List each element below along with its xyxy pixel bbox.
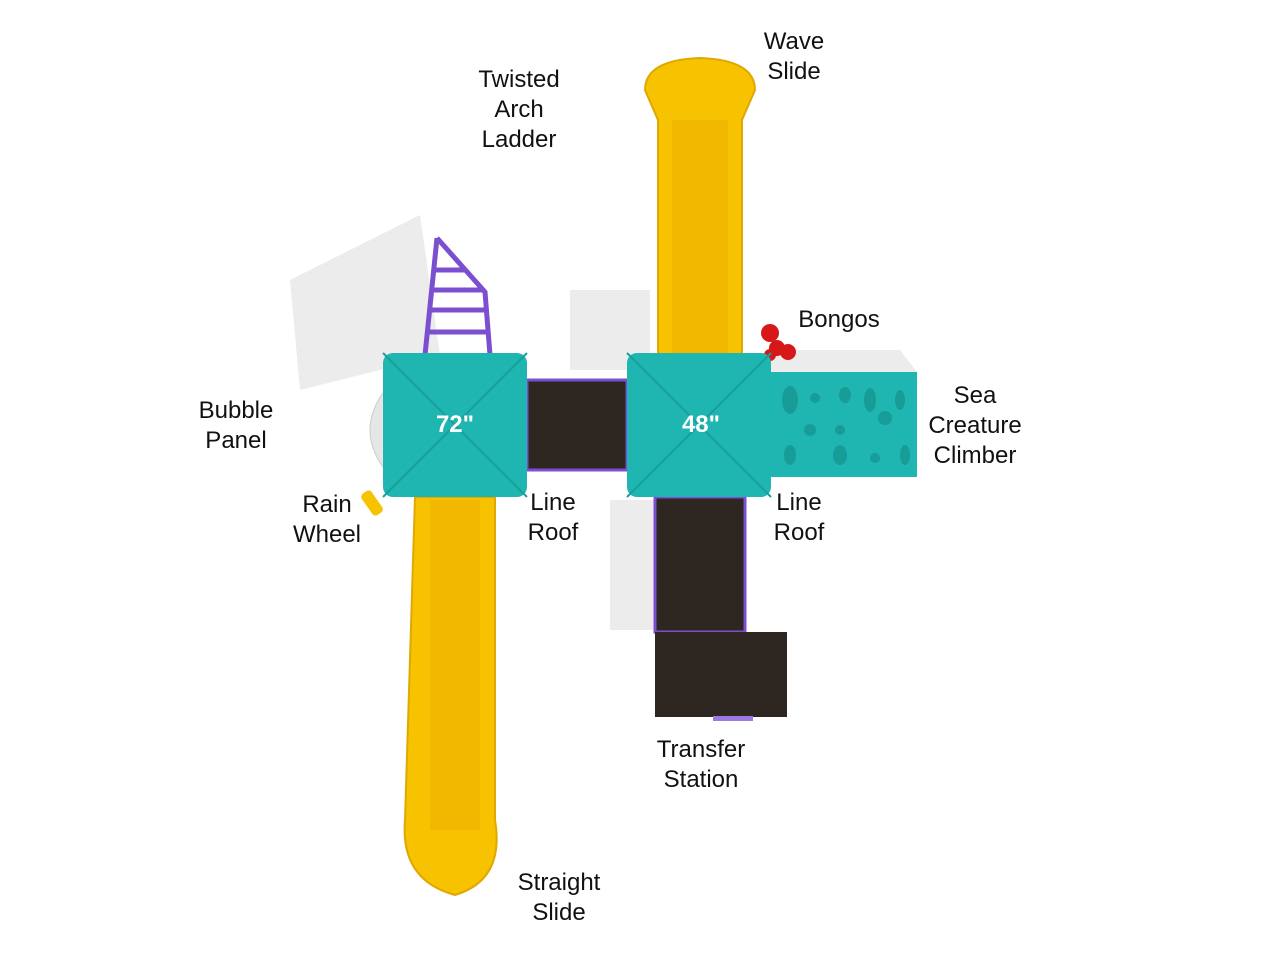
twisted-arch-ladder — [422, 236, 493, 356]
label-bongos: Bongos — [798, 306, 880, 333]
rain-wheel — [361, 490, 383, 516]
line-roof-left — [382, 352, 528, 498]
bubble-panel — [369, 388, 386, 472]
wave-slide — [643, 56, 757, 356]
decks — [525, 378, 787, 721]
roof-height-72: 72" — [435, 411, 475, 438]
sea-creature-climber — [771, 372, 917, 477]
bongos — [761, 324, 796, 361]
shadows — [290, 215, 917, 630]
straight-slide — [403, 496, 498, 897]
line-roof-right — [626, 352, 772, 498]
roof-height-48: 48" — [681, 411, 721, 438]
